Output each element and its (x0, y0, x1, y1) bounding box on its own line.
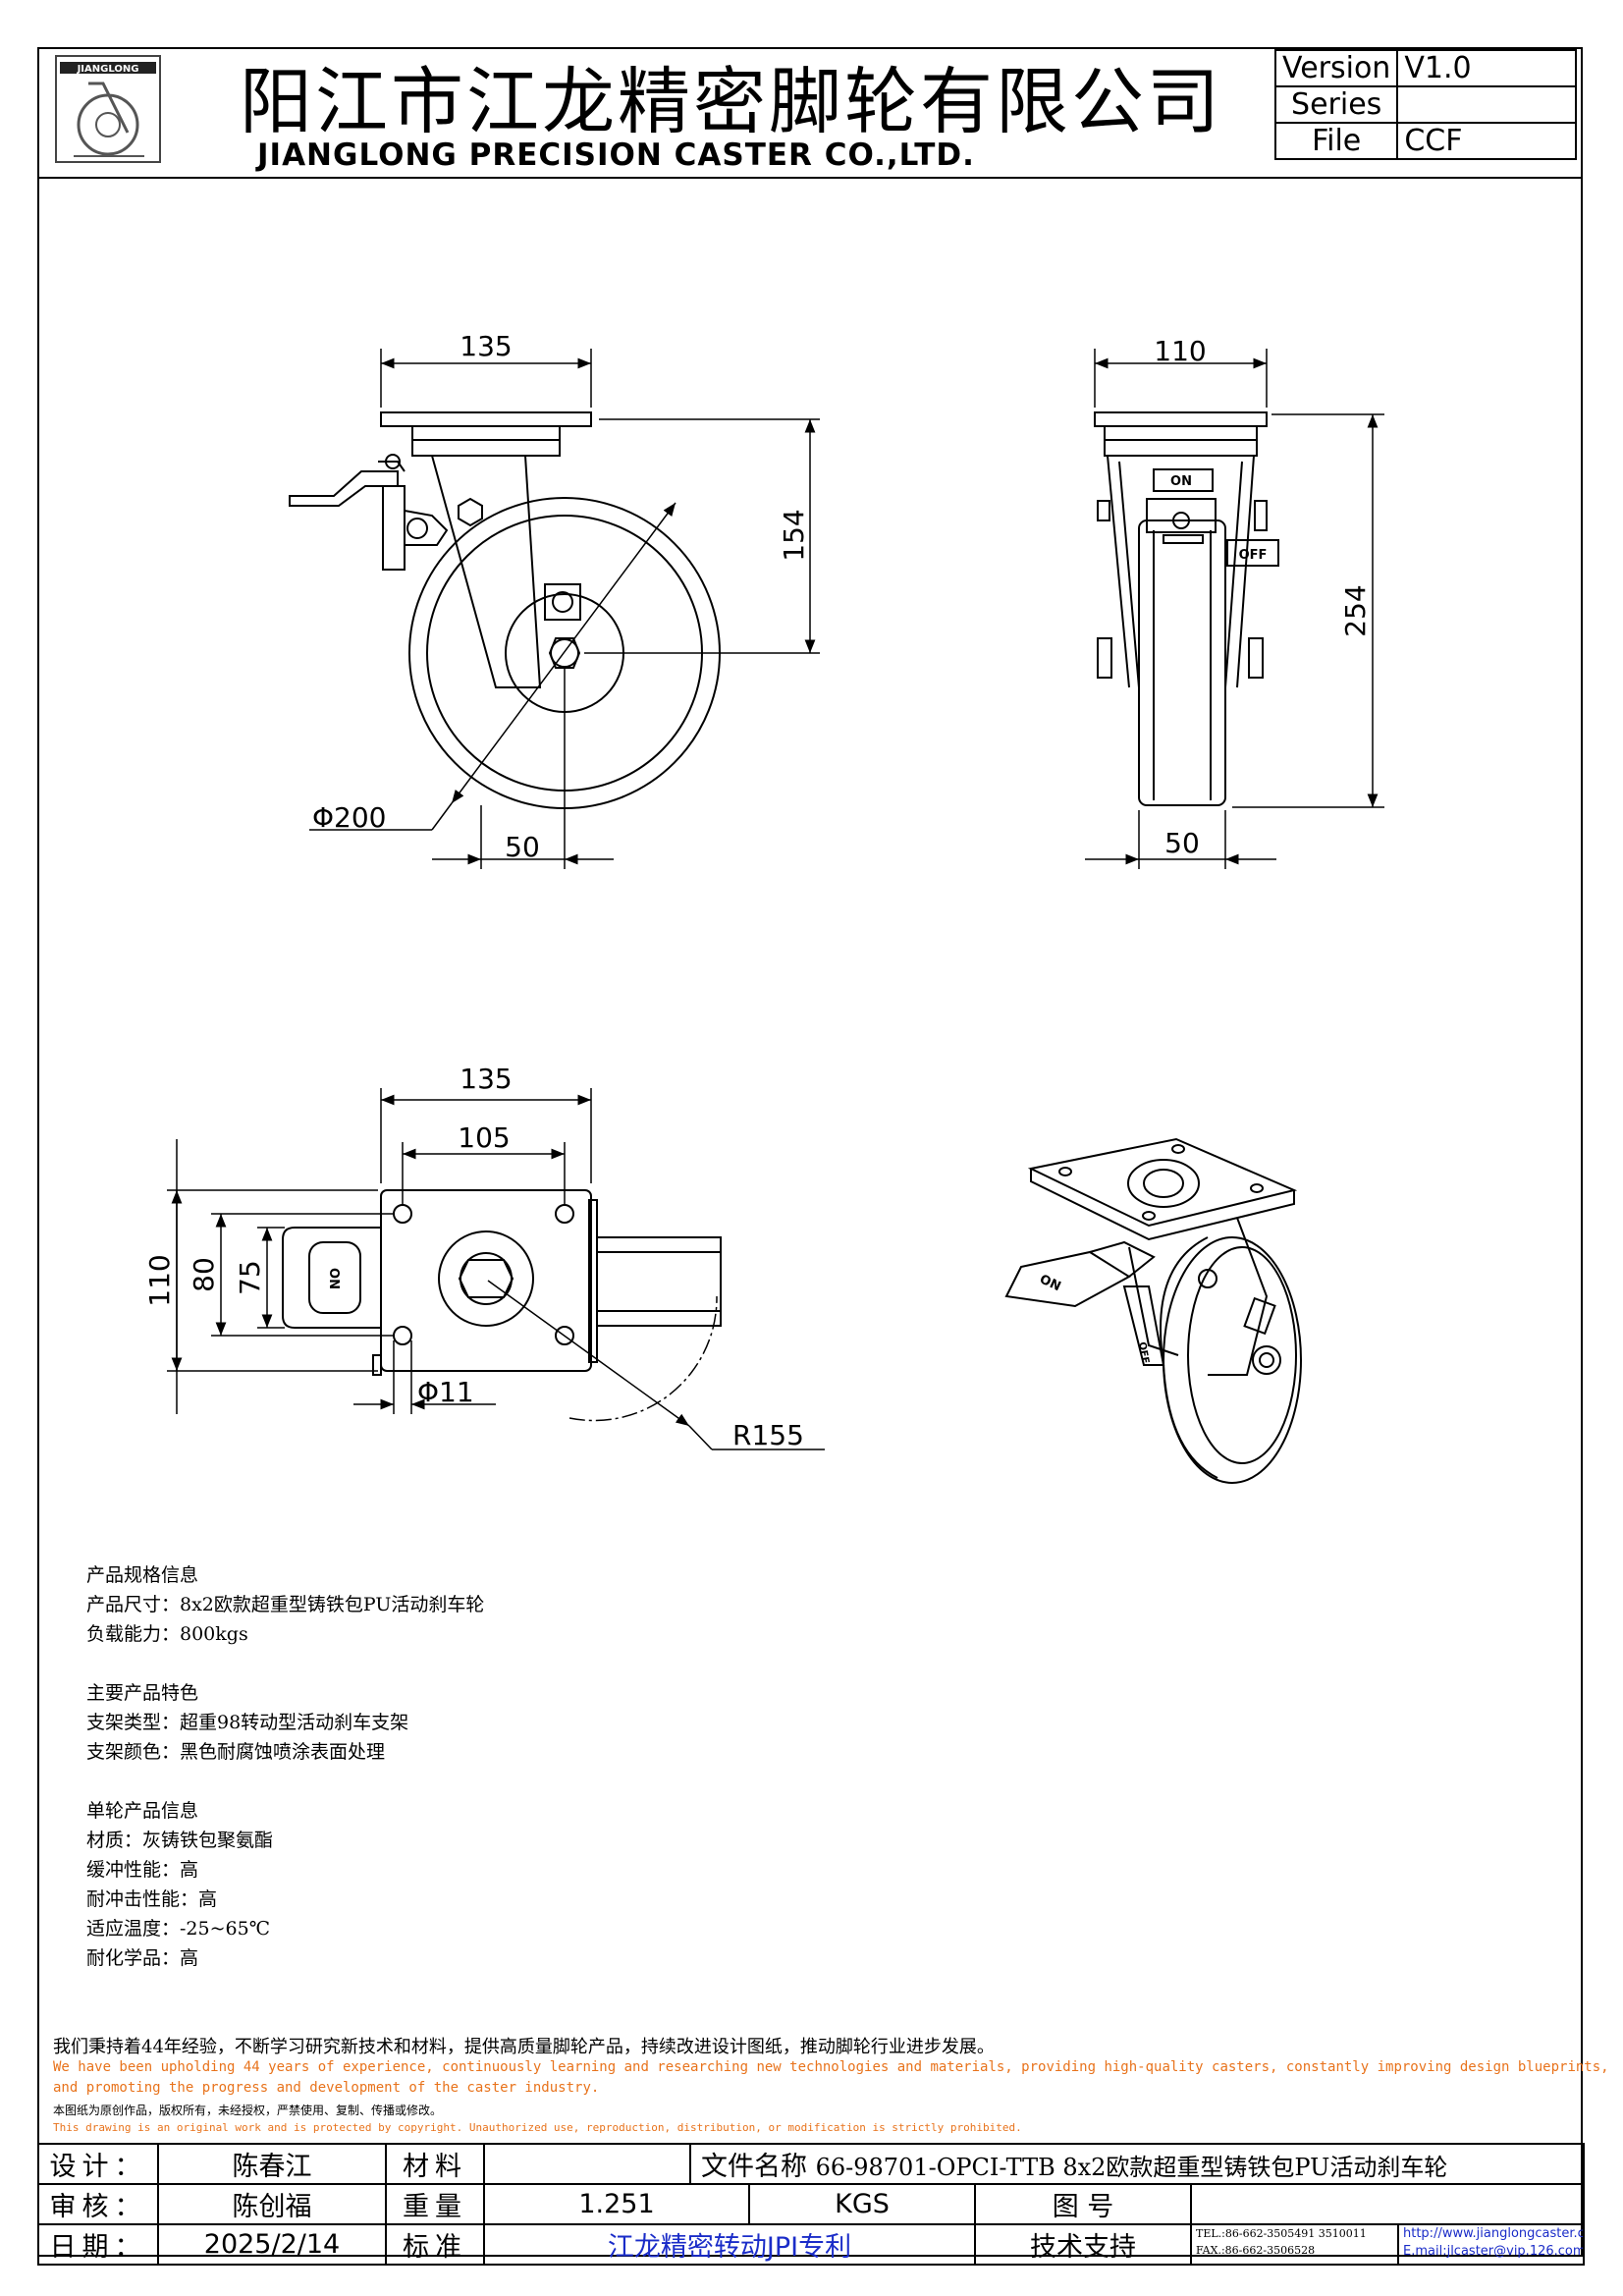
dim-front-top-width: 110 (1154, 335, 1206, 367)
date-label: 日期： (37, 2223, 159, 2266)
drawing-number-label: 图 号 (974, 2183, 1192, 2225)
material-label: 材料 (385, 2143, 485, 2185)
title-row: 审核： 陈创福 重量 1.251 KGS 图 号 (37, 2183, 1586, 2225)
dim-front-wheel-width: 50 (1164, 827, 1200, 859)
pedal-label-on: ON (326, 1268, 341, 1289)
isometric-view (1004, 1137, 1302, 1484)
standard-label: 标准 (385, 2223, 485, 2266)
spec-size: 产品尺寸：8x2欧款超重型铸铁包PU活动刹车轮 (86, 1594, 485, 1615)
note-copyright-en: This drawing is an original work and is … (53, 2121, 1022, 2134)
header-divider (37, 177, 1583, 179)
title-block: 设计： 陈春江 材料 文件名称 66-98701-OPCI-TTB 8x2欧款超… (37, 2143, 1586, 2266)
note-copyright-cn: 本图纸为原创作品，版权所有，未经授权，严禁使用、复制、传播或修改。 (53, 2104, 443, 2117)
title-row: 设计： 陈春江 材料 文件名称 66-98701-OPCI-TTB 8x2欧款超… (37, 2143, 1586, 2185)
meta-key: File (1273, 122, 1399, 160)
company-name-en: JIANGLONG PRECISION CASTER CO.,LTD. (257, 137, 975, 173)
meta-value: CCF (1396, 122, 1578, 160)
note-statement-cn: 我们秉持着44年经验，不断学习研究新技术和材料，提供高质量脚轮产品，持续改进设计… (53, 2037, 995, 2057)
file-name-label: 文件名称 (701, 2152, 807, 2182)
fax-text: FAX.:86-662-3506528 (1196, 2244, 1316, 2257)
front-label-on: ON (1170, 474, 1192, 489)
revision-table: Version V1.0 Series File CCF (1273, 49, 1578, 160)
meta-row: File CCF (1273, 122, 1578, 160)
dim-plate-outer: 135 (460, 1063, 512, 1095)
note-statement-en-1: We have been upholding 44 years of exper… (53, 2059, 1609, 2075)
file-name-value: 66-98701-OPCI-TTB 8x2欧款超重型铸铁包PU活动刹车轮 (815, 2154, 1448, 2181)
spec-cushion: 缓冲性能：高 (86, 1859, 199, 1881)
designer-name: 陈春江 (157, 2143, 387, 2185)
review-label: 审核： (37, 2183, 159, 2225)
spec-chemical: 耐化学品：高 (86, 1947, 199, 1969)
logo-text: JIANGLONG (77, 64, 139, 75)
dim-side-top-width: 135 (460, 330, 512, 362)
iso-label-on: ON (1037, 1272, 1062, 1294)
tech-support-label: 技术支持 (974, 2223, 1192, 2266)
dim-wheel-diameter: Φ200 (312, 801, 386, 834)
website-link[interactable]: http://www.jianglongcaster.com (1403, 2226, 1585, 2241)
design-label: 设计： (37, 2143, 159, 2185)
contact-cell: TEL.:86-662-3505491 3510011 FAX.:86-662-… (1189, 2223, 1586, 2266)
standard-value: 江龙精密转动JPI专利 (483, 2223, 976, 2266)
dim-height-inner: 75 (234, 1260, 266, 1295)
email-link[interactable]: E.mail:jlcaster@vip.126.com (1403, 2244, 1585, 2259)
weight-label: 重量 (385, 2183, 485, 2225)
company-logo: JIANGLONG (55, 55, 161, 163)
meta-row: Series (1273, 85, 1578, 124)
side-view (289, 349, 820, 869)
dim-plate-holes: 105 (458, 1121, 510, 1154)
spec-block: 产品规格信息 产品尺寸：8x2欧款超重型铸铁包PU活动刹车轮 负载能力：800k… (86, 1560, 484, 1973)
meta-key: Series (1273, 85, 1399, 124)
spec-section-title: 主要产品特色 (86, 1682, 199, 1704)
top-view (167, 1088, 825, 1450)
title-row: 日期： 2025/2/14 标准 江龙精密转动JPI专利 技术支持 TEL.:8… (37, 2223, 1586, 2266)
dim-swivel-radius: R155 (732, 1419, 804, 1451)
dim-height-outer: 110 (143, 1254, 176, 1306)
reviewer-name: 陈创福 (157, 2183, 387, 2225)
meta-key: Version (1273, 49, 1399, 87)
material-value (483, 2143, 691, 2185)
company-name-cn: 阳江市江龙精密脚轮有限公司 (240, 60, 1222, 144)
spec-impact: 耐冲击性能：高 (86, 1888, 218, 1910)
front-label-off: OFF (1239, 548, 1268, 563)
date-value: 2025/2/14 (157, 2223, 387, 2266)
dim-side-offset: 50 (505, 831, 540, 863)
contact-web: http://www.jianglongcaster.com E.mail:jl… (1399, 2226, 1585, 2263)
dim-hole-diameter: Φ11 (417, 1376, 474, 1408)
file-name-cell: 文件名称 66-98701-OPCI-TTB 8x2欧款超重型铸铁包PU活动刹车… (688, 2143, 1586, 2185)
spec-material: 材质：灰铸铁包聚氨酯 (86, 1830, 274, 1851)
dim-height-mid: 80 (188, 1257, 220, 1292)
spec-section-title: 单轮产品信息 (86, 1800, 199, 1822)
spec-section-title: 产品规格信息 (86, 1564, 199, 1586)
spec-load: 负载能力：800kgs (86, 1623, 248, 1645)
contact-phone: TEL.:86-662-3505491 3510011 FAX.:86-662-… (1193, 2226, 1399, 2263)
tel-text: TEL.:86-662-3505491 3510011 (1196, 2227, 1367, 2240)
front-view (1085, 349, 1384, 869)
dim-front-height: 254 (1339, 584, 1372, 636)
meta-value (1396, 85, 1578, 124)
weight-unit: KGS (748, 2183, 976, 2225)
dim-side-height: 154 (778, 509, 810, 561)
spec-bracket-type: 支架类型：超重98转动型活动刹车支架 (86, 1712, 409, 1733)
meta-value: V1.0 (1396, 49, 1578, 87)
spec-bracket-color: 支架颜色：黑色耐腐蚀喷涂表面处理 (86, 1741, 386, 1763)
meta-row: Version V1.0 (1273, 49, 1578, 87)
weight-value: 1.251 (483, 2183, 750, 2225)
drawing-number-value (1189, 2183, 1586, 2225)
iso-label-off: OFF (1136, 1341, 1151, 1365)
technical-drawing: 135 154 Φ200 50 110 254 50 135 105 110 8… (143, 330, 1384, 1484)
note-statement-en-2: and promoting the progress and developme… (53, 2080, 600, 2096)
spec-temperature: 适应温度：-25~65℃ (86, 1918, 270, 1940)
